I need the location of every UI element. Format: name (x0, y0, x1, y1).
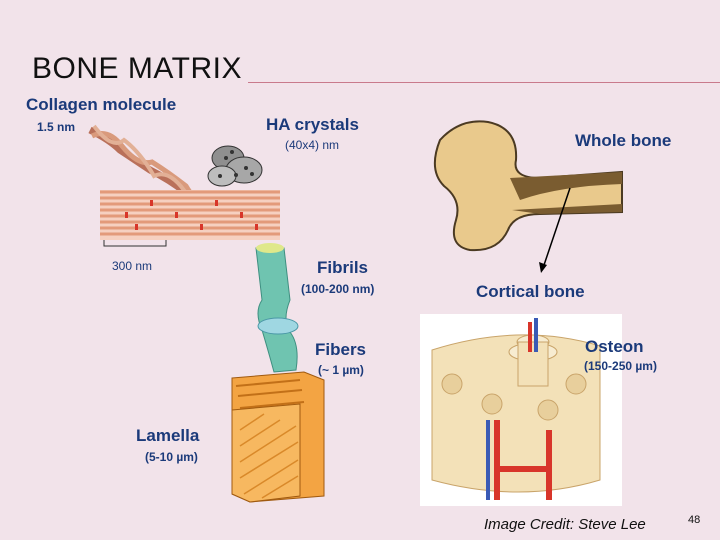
lamella-size-label: (5-10 µm) (145, 450, 198, 464)
whole-bone-illustration (433, 120, 623, 252)
lamella-label: Lamella (136, 426, 200, 445)
collagen-size-label: 1.5 nm (37, 120, 76, 134)
cortical-bone-label: Cortical bone (476, 282, 585, 301)
fibers-illustration (255, 243, 299, 373)
fibrils-size-label: (100-200 nm) (301, 282, 375, 296)
title-divider (248, 82, 720, 83)
collagen-molecule-label: Collagen molecule (26, 95, 177, 114)
fibers-label: Fibers (315, 340, 367, 359)
ha-size-label: (40x4) nm (285, 138, 340, 152)
osteon-label: Osteon (585, 337, 644, 356)
scale-300nm-label: 300 nm (112, 259, 153, 273)
ha-crystals-label: HA crystals (266, 115, 359, 134)
lamella-illustration (231, 371, 325, 503)
osteon-illustration (420, 314, 622, 506)
osteon-size-label: (150-250 µm) (584, 359, 657, 373)
page-number: 48 (688, 514, 701, 526)
image-credit: Image Credit: Steve Lee (484, 516, 646, 533)
ha-crystals-illustration (207, 145, 263, 187)
fibrils-label: Fibrils (317, 258, 369, 277)
whole-bone-label: Whole bone (575, 131, 672, 150)
fibril-array-illustration (100, 190, 280, 247)
slide-title: BONE MATRIX (32, 52, 242, 85)
fibers-size-label: (~ 1 µm) (318, 363, 364, 377)
cortical-bone-pointer (542, 187, 571, 269)
pointer-arrowhead-icon (539, 262, 547, 273)
